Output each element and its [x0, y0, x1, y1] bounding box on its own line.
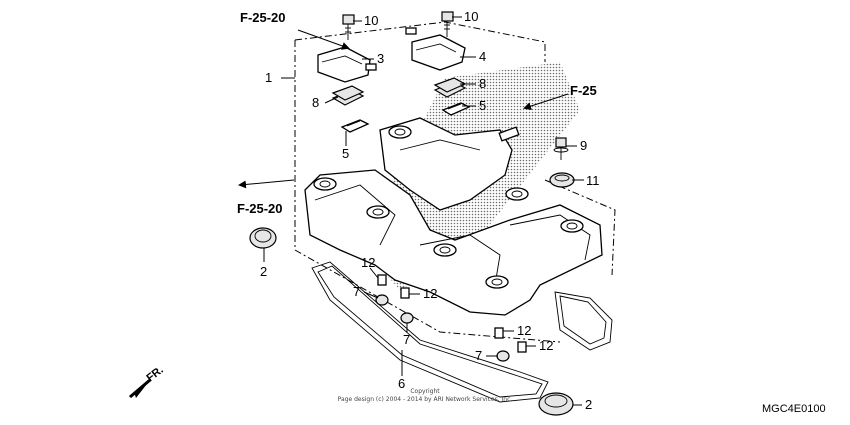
callout-12-c: 12	[517, 323, 531, 338]
plug-2-lower	[538, 392, 574, 416]
callout-2-left: 2	[260, 264, 267, 279]
callout-3: 3	[377, 51, 384, 66]
ref-arrows	[238, 29, 569, 189]
dowel-12c	[494, 327, 504, 339]
callout-10-left: 10	[364, 13, 378, 28]
dowel-12b	[400, 287, 410, 299]
callout-9: 9	[580, 138, 587, 153]
grommet-7a	[375, 294, 389, 306]
bolt-left	[342, 14, 355, 40]
callout-5-right: 5	[479, 98, 486, 113]
breather-joint-4	[405, 27, 466, 71]
callout-10-right: 10	[464, 9, 478, 24]
copyright-line-2: Page design (c) 2004 - 2014 by ARI Netwo…	[338, 396, 513, 403]
ref-label-mid-left: F-25-20	[237, 201, 283, 216]
callout-6: 6	[398, 376, 405, 391]
dowel-12d	[517, 341, 527, 353]
callout-7-a: 7	[353, 284, 360, 299]
grommet-7c	[496, 350, 510, 362]
ref-label-top-left: F-25-20	[240, 10, 286, 25]
copyright-line-1: Copyright	[410, 388, 440, 395]
callout-7-c: 7	[475, 348, 482, 363]
callout-7-b: 7	[403, 332, 410, 347]
callout-8-right: 8	[479, 76, 486, 91]
gasket-outline	[311, 261, 613, 403]
breather-joint-3	[317, 46, 377, 83]
callout-12-b: 12	[423, 286, 437, 301]
assembly-boundary	[294, 21, 616, 343]
callout-4: 4	[479, 49, 486, 64]
callout-1: 1	[265, 70, 272, 85]
callout-2-right: 2	[585, 397, 592, 412]
front-direction-arrow: FR.	[128, 364, 166, 399]
callout-5-left: 5	[342, 146, 349, 161]
seal-left	[331, 85, 365, 106]
leader-lines	[263, 16, 584, 406]
callout-8-left: 8	[312, 95, 319, 110]
bolt-9	[553, 137, 569, 160]
plug-bosses	[313, 125, 584, 289]
seal-right	[433, 77, 467, 98]
reed-plate-left	[340, 119, 370, 133]
ref-label-right: F-25	[570, 83, 597, 98]
cap-11	[549, 172, 575, 188]
diagram-code: MGC4E0100	[762, 403, 826, 415]
callout-12-d: 12	[539, 338, 553, 353]
callout-12-a: 12	[361, 255, 375, 270]
grommet-7b	[400, 312, 414, 324]
dowel-12a	[377, 274, 387, 286]
callout-11: 11	[586, 173, 600, 188]
plug-2-upper	[249, 227, 277, 249]
bolt-right	[441, 11, 454, 37]
